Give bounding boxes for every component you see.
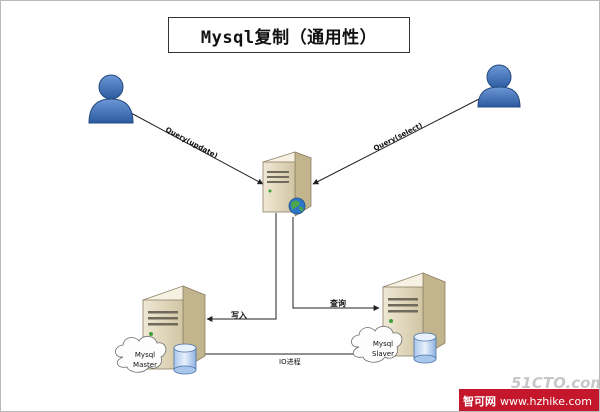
slave-name-line1: Mysql [373, 340, 393, 348]
master-database-icon [173, 343, 197, 375]
label-io: IO进程 [279, 358, 301, 366]
footer-url[interactable]: www.hzhike.com [500, 394, 592, 408]
slave-cloud-shape [351, 325, 403, 363]
footer-brand-bar[interactable]: 智可网 www.hzhike.com [459, 389, 599, 411]
edge-query-update [130, 112, 264, 185]
diagram-title: Mysql复制（通用性） [168, 17, 410, 53]
master-cloud-shape [115, 335, 167, 373]
user-left-icon [88, 74, 134, 124]
master-name-line2: Master [133, 361, 157, 369]
watermark-text: 51CTO.com [511, 374, 600, 392]
edge-query-select [312, 97, 482, 185]
slave-name-line2: Slaver [372, 350, 394, 358]
slave-database-icon [413, 332, 437, 364]
edge-write [206, 213, 277, 322]
label-query-update: Query(update) [164, 126, 219, 160]
edge-read [292, 217, 380, 311]
label-query-select: Query(select) [372, 121, 423, 152]
master-name-line1: Mysql [135, 351, 155, 359]
user-right-icon [477, 64, 521, 108]
globe-icon [288, 197, 306, 215]
footer-brand-name: 智可网 [463, 395, 496, 408]
label-read: 查询 [330, 299, 346, 308]
label-write: 写入 [231, 311, 247, 320]
